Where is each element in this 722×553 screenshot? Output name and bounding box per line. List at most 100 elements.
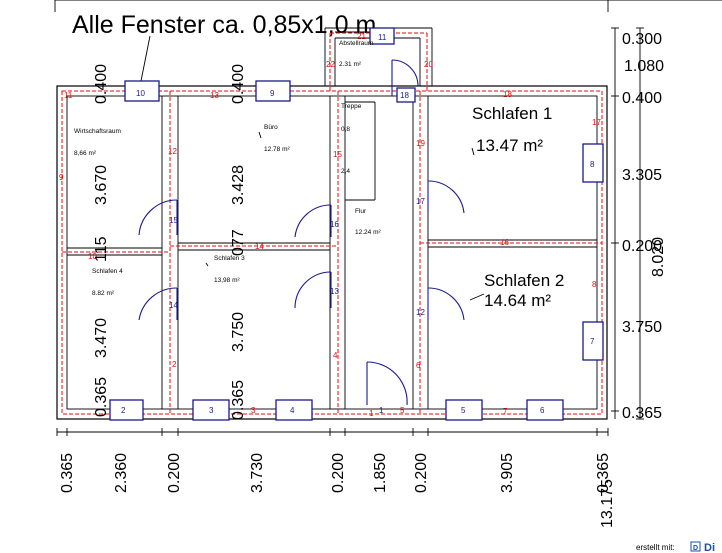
interior-walls bbox=[67, 96, 597, 409]
door-treppe: 18 bbox=[396, 87, 416, 103]
window-4: 4 bbox=[275, 399, 313, 421]
footer: erstellt mit: D Di bbox=[636, 541, 715, 553]
wall-label: 3 bbox=[251, 406, 256, 415]
wall-label: 17 bbox=[592, 118, 601, 127]
room-name-wirtschaftsraum: Wirtschaftsraum bbox=[74, 128, 121, 135]
wall-label: 21 bbox=[357, 32, 366, 41]
wall-label: 2 bbox=[172, 360, 177, 369]
windows: 10 9 11 8 7 6 5 4 3 2 bbox=[109, 27, 604, 421]
window-6: 6 bbox=[526, 399, 564, 421]
footer-brand: Di bbox=[704, 542, 715, 553]
room-area-schlafen-1: 13.47 m² bbox=[476, 136, 543, 155]
window-2: 2 bbox=[109, 399, 144, 421]
svg-text:2: 2 bbox=[121, 406, 126, 415]
room-area-buero: 12.78 m² bbox=[264, 146, 290, 153]
dim-label: 0.365 bbox=[230, 380, 247, 420]
brand-logo-icon bbox=[690, 541, 701, 552]
window-8: 8 bbox=[582, 143, 604, 183]
dim-total-bottom: 13.175 bbox=[599, 479, 616, 528]
dim-label: 1.080 bbox=[624, 58, 664, 75]
room-area-schlafen-3: 13,98 m² bbox=[214, 277, 240, 284]
svg-text:10: 10 bbox=[136, 89, 145, 98]
wall-labels: 1 2 3 4 5 6 7 8 9 10 11 12 13 14 15 16 1… bbox=[59, 32, 601, 418]
svg-text:15: 15 bbox=[169, 216, 178, 225]
room-name-schlafen-3: Schlafen 3 bbox=[214, 255, 245, 262]
svg-text:11: 11 bbox=[378, 33, 387, 42]
window-3: 3 bbox=[192, 399, 230, 421]
dim-label: 3.305 bbox=[622, 167, 662, 184]
svg-text:D: D bbox=[693, 545, 698, 552]
wall-label: 6 bbox=[416, 361, 421, 370]
treppe-step: 2,4 bbox=[341, 168, 350, 175]
wall-label: 13 bbox=[210, 91, 219, 100]
wall-label: 15 bbox=[333, 150, 342, 159]
dim-label: 0.400 bbox=[622, 90, 662, 107]
svg-text:12: 12 bbox=[416, 308, 425, 317]
door-1: 1 bbox=[366, 361, 408, 415]
wall-label: 10 bbox=[88, 252, 97, 261]
wall-label: 1 bbox=[369, 409, 374, 418]
title: Alle Fenster ca. 0,85x1,0 m bbox=[72, 11, 376, 39]
door-abstell bbox=[391, 59, 419, 96]
dim-label: 3.750 bbox=[622, 319, 662, 336]
dim-label: 3.905 bbox=[499, 453, 516, 493]
treppe-step: 0,8 bbox=[341, 126, 350, 133]
dim-label: 0.365 bbox=[595, 453, 612, 493]
room-area-wirtschaftsraum: 8,66 m² bbox=[74, 150, 97, 157]
room-name-flur: Flur bbox=[355, 208, 367, 215]
dim-label: 0.300 bbox=[622, 31, 662, 48]
dim-label: 0.200 bbox=[166, 453, 183, 493]
wall-label: 18 bbox=[503, 90, 512, 99]
svg-text:3: 3 bbox=[209, 406, 214, 415]
dim-label: 0.200 bbox=[622, 238, 662, 255]
svg-text:1: 1 bbox=[379, 406, 384, 415]
dim-label: 0.365 bbox=[622, 405, 662, 422]
wall-label: 9 bbox=[59, 173, 64, 182]
dim-label: 0.365 bbox=[59, 453, 76, 493]
svg-text:8: 8 bbox=[590, 160, 595, 169]
dim-label: 0.200 bbox=[330, 453, 347, 493]
svg-text:5: 5 bbox=[461, 406, 466, 415]
room-area-flur: 12.24 m² bbox=[355, 229, 381, 236]
svg-text:17: 17 bbox=[416, 197, 425, 206]
wall-label: 19 bbox=[416, 139, 425, 148]
door-15: 15 bbox=[138, 199, 178, 236]
dims-bottom: 0.365 2.360 0.200 3.730 0.200 1.850 0.20… bbox=[56, 428, 616, 528]
wall-center-lines bbox=[61, 32, 603, 415]
wall-label: 11 bbox=[64, 91, 73, 100]
wall-label: 4 bbox=[333, 351, 338, 360]
window-10: 10 bbox=[124, 80, 160, 102]
doors: 15 14 16 17 13 12 1 18 bbox=[138, 59, 465, 415]
dim-label: 0.400 bbox=[93, 64, 110, 104]
dim-total-right: 8.020 bbox=[650, 237, 667, 277]
room-name-abstellraum: Abstellraum bbox=[339, 40, 373, 47]
dim-label: 3.730 bbox=[249, 453, 266, 493]
room-area-abstellraum: 2.31 m² bbox=[339, 61, 362, 68]
dim-label: 2.360 bbox=[113, 453, 130, 493]
room-area-schlafen-4: 8.82 m² bbox=[92, 290, 115, 297]
wall-label: 5 bbox=[400, 406, 405, 415]
svg-text:9: 9 bbox=[270, 89, 275, 98]
window-7: 7 bbox=[582, 321, 604, 361]
room-name-schlafen-2: Schlafen 2 bbox=[484, 271, 564, 290]
room-name-treppe: Treppe bbox=[341, 103, 362, 110]
svg-text:7: 7 bbox=[590, 337, 595, 346]
dim-label: 0.400 bbox=[230, 64, 247, 104]
dim-label: 3.428 bbox=[230, 165, 247, 205]
room-name-buero: Büro bbox=[264, 124, 278, 131]
window-9: 9 bbox=[255, 80, 291, 102]
dim-label: 0.200 bbox=[413, 453, 430, 493]
svg-text:6: 6 bbox=[540, 406, 545, 415]
door-12: 12 bbox=[416, 287, 465, 321]
wall-label: 8 bbox=[592, 280, 597, 289]
door-16: 16 bbox=[294, 204, 339, 238]
wall-label: 14 bbox=[255, 242, 264, 251]
door-17: 17 bbox=[416, 180, 465, 214]
svg-text:18: 18 bbox=[400, 91, 409, 100]
wall-label: 16 bbox=[500, 238, 509, 247]
room-area-schlafen-2: 14.64 m² bbox=[484, 291, 551, 310]
dim-label: 1.850 bbox=[372, 453, 389, 493]
dim-label: 115 bbox=[93, 236, 110, 262]
dims-mid-vertical: 0.400 3.428 077 3.750 0.365 bbox=[230, 64, 247, 420]
